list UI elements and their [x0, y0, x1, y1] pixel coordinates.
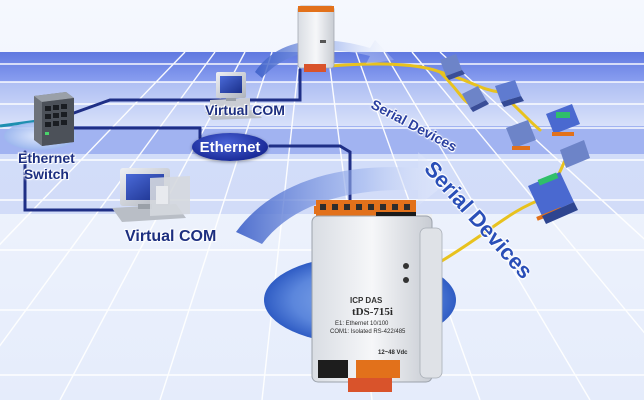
curved-arrow-top [255, 40, 394, 78]
pc-bottom-icon [112, 168, 190, 222]
serial-device-module-2-icon [462, 86, 489, 112]
ethernet-switch-icon [34, 92, 74, 146]
ethernet-switch-label: Ethernet Switch [18, 150, 75, 182]
virtual-com-bottom-label: Virtual COM [125, 228, 217, 245]
device-spec-line2: COM1: Isolated RS-422/485 [330, 329, 406, 335]
serial-device-module-5-icon [528, 172, 578, 224]
device-power-label: 12~48 Vdc [378, 350, 408, 356]
device-brand: ICP DAS [350, 296, 383, 305]
small-device-top-icon [297, 5, 335, 72]
device-spec-line1: E1: Ethernet 10/100 [335, 321, 389, 327]
pc-top-icon [205, 72, 262, 120]
serial-device-module-4-icon [506, 104, 590, 168]
ethernet-label: Ethernet [192, 133, 268, 161]
ethernet-switch-label-line1: Ethernet [18, 150, 75, 166]
curved-arrow-main [236, 152, 450, 244]
virtual-com-top-label: Virtual COM [205, 102, 285, 118]
ethernet-switch-label-line2: Switch [23, 166, 69, 182]
device-model: tDS-715i [352, 306, 393, 318]
main-device-icon [311, 200, 443, 392]
serial-device-module-3-icon [495, 80, 524, 107]
serial-device-module-1-icon [440, 54, 465, 80]
